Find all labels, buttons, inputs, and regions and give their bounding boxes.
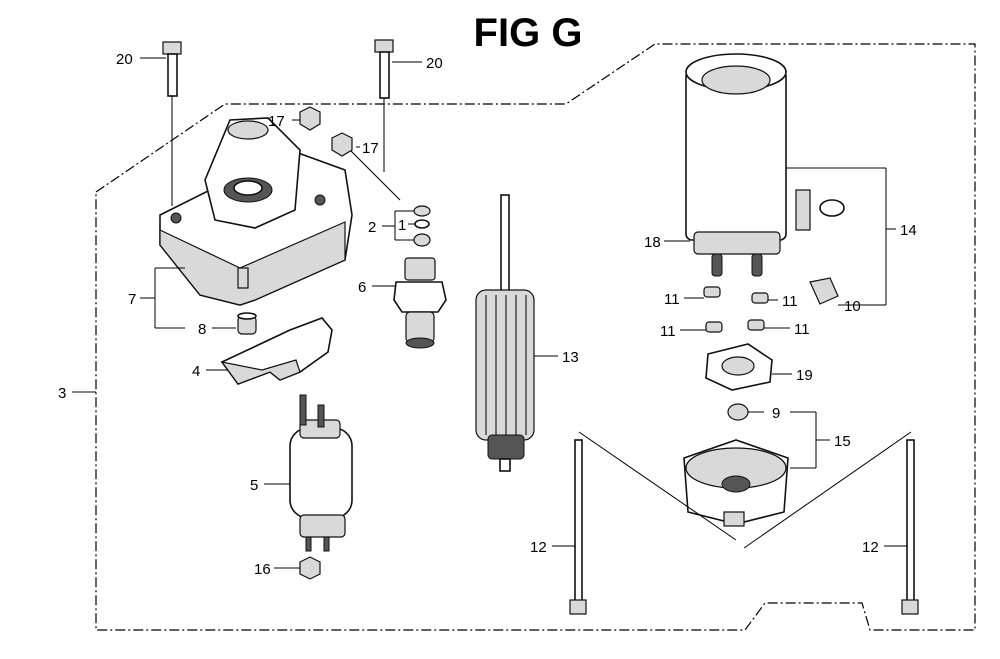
cap-8 <box>237 312 257 335</box>
callout-16: 16 <box>254 561 271 578</box>
front-housing <box>159 117 353 306</box>
callout-20-left: 20 <box>116 51 133 68</box>
callout-11-b: 11 <box>782 293 798 310</box>
bolt-20-right <box>339 39 401 201</box>
leader-lines <box>72 57 907 569</box>
callout-11-d: 11 <box>794 321 810 338</box>
brush-spring-a <box>703 286 721 298</box>
callout-15: 15 <box>834 433 851 450</box>
callout-13: 13 <box>562 349 579 366</box>
armature <box>475 194 535 472</box>
through-bolt-left <box>569 439 587 615</box>
through-bolt-guide-lines <box>578 431 912 549</box>
nut-17-a <box>299 106 321 131</box>
callout-14: 14 <box>900 222 917 239</box>
nut-washer-set <box>413 205 431 247</box>
callout-8: 8 <box>198 321 206 338</box>
callout-3: 3 <box>58 385 66 402</box>
callout-1: 1 <box>398 217 406 234</box>
callout-17-b: 17 <box>362 140 379 157</box>
callout-17-a: 17 <box>268 113 285 130</box>
callout-11-a: 11 <box>664 291 680 308</box>
brush-spring-d <box>747 319 765 331</box>
rear-cover <box>683 439 789 527</box>
callout-19: 19 <box>796 367 813 384</box>
shift-lever <box>220 317 333 385</box>
callout-18: 18 <box>644 234 661 251</box>
brush-holder <box>705 343 773 391</box>
assembly-boundary <box>95 43 976 631</box>
figure-title: FIG G <box>474 11 583 55</box>
nut-16 <box>299 556 321 580</box>
bushing <box>727 403 749 421</box>
nut-17-b <box>331 132 353 157</box>
callout-20-right: 20 <box>426 55 443 72</box>
brush-spring-b <box>751 292 769 304</box>
callout-9: 9 <box>772 405 780 422</box>
callout-4: 4 <box>192 363 200 380</box>
brush <box>809 277 839 305</box>
callout-11-c: 11 <box>660 323 676 340</box>
through-bolt-right <box>901 439 919 615</box>
callout-12-right: 12 <box>862 539 879 556</box>
yoke-assembly <box>685 53 845 277</box>
callout-numbers: 20 20 17 17 2 1 7 8 6 4 3 5 16 13 18 14 … <box>58 51 917 578</box>
callout-7: 7 <box>128 291 136 308</box>
callout-6: 6 <box>358 279 366 296</box>
callout-10: 10 <box>844 298 861 315</box>
bolt-20-left <box>162 41 182 206</box>
brush-spring-c <box>705 321 723 333</box>
pinion-gear <box>393 257 447 349</box>
solenoid <box>289 394 353 552</box>
callout-5: 5 <box>250 477 258 494</box>
callout-12-left: 12 <box>530 539 547 556</box>
callout-2: 2 <box>368 219 376 236</box>
